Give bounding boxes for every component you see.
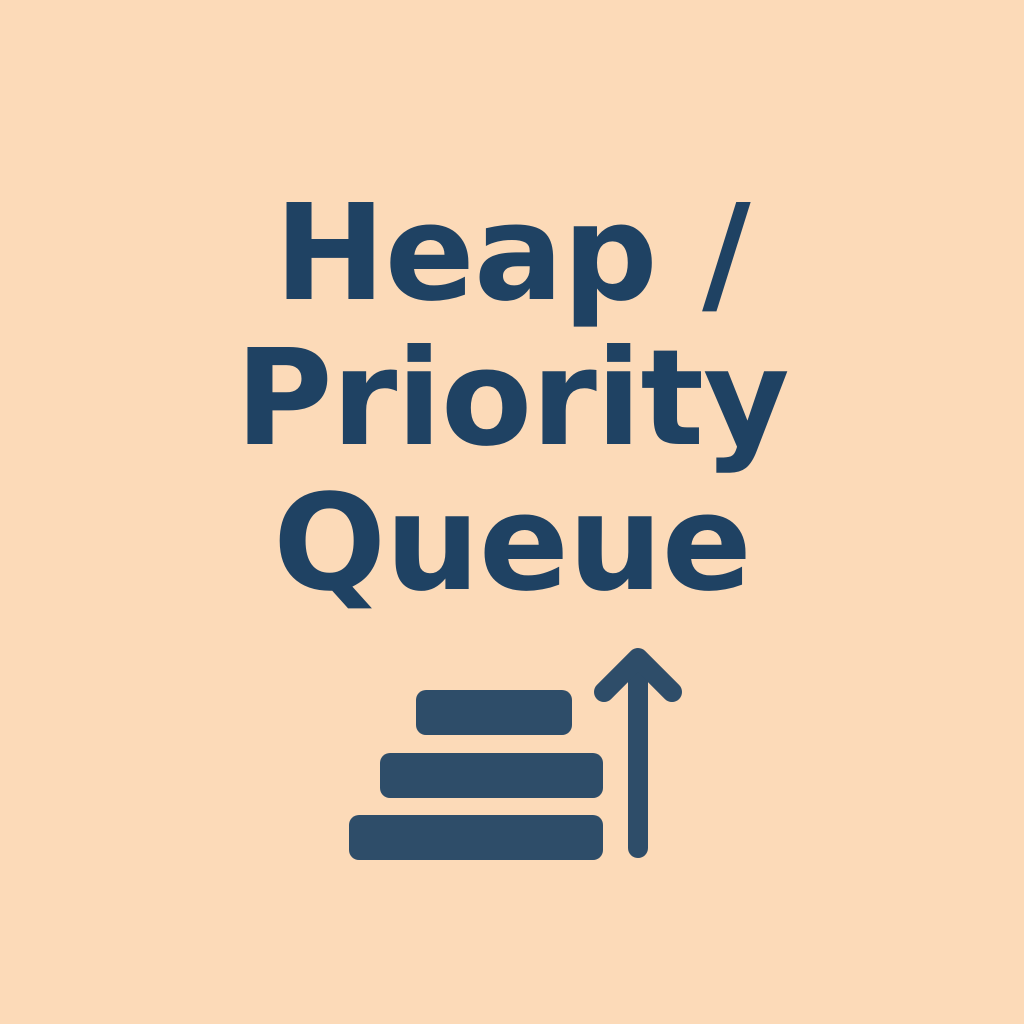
title-line-2: Priority (235, 322, 789, 476)
stack-bar-top (416, 690, 572, 735)
stack-bar-middle (380, 753, 603, 798)
title-line-3: Queue (273, 467, 752, 621)
page-title: Heap / Priority Queue (0, 182, 1024, 617)
title-line-1: Heap / (274, 177, 750, 331)
up-arrow-head (594, 648, 682, 702)
stack-bar-bottom (349, 815, 603, 860)
